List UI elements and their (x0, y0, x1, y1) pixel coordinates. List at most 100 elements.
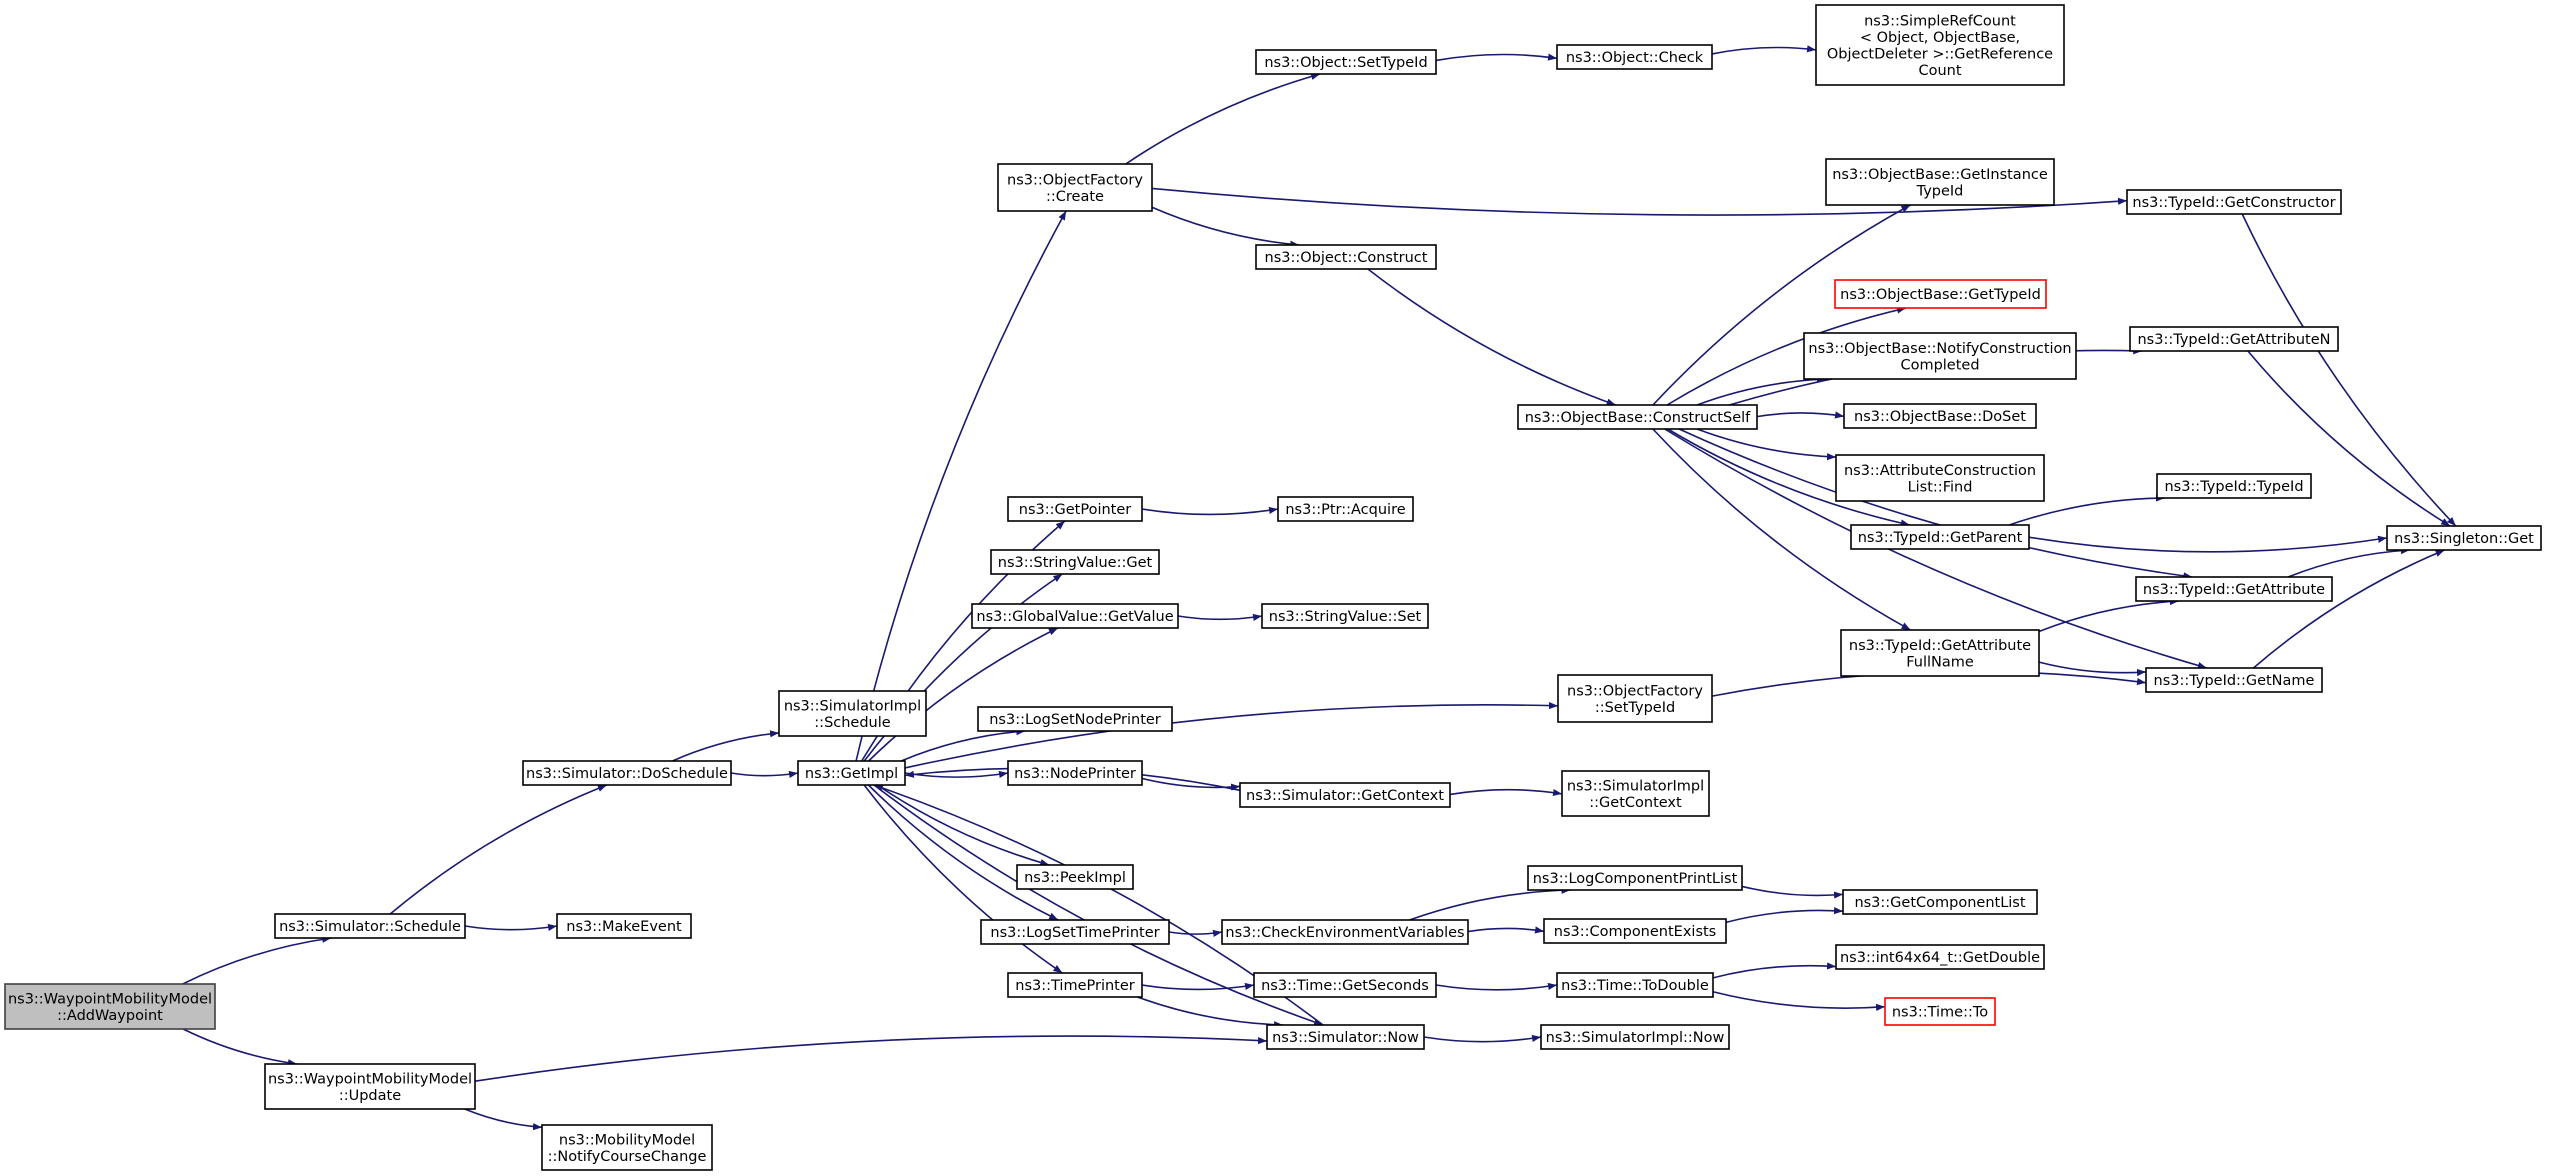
node-box[interactable] (797, 760, 906, 786)
node-box[interactable] (1835, 454, 2045, 502)
node-logsetnodeprinter[interactable]: ns3::LogSetNodePrinter (977, 706, 1173, 732)
node-box[interactable] (1835, 944, 2045, 970)
node-peekimpl[interactable]: ns3::PeekImpl (1016, 864, 1134, 890)
node-of-create[interactable]: ns3::ObjectFactory::Create (997, 163, 1153, 212)
node-box[interactable] (778, 690, 927, 737)
node-box[interactable] (1007, 972, 1143, 998)
node-simimpl-getcontext[interactable]: ns3::SimulatorImpl::GetContext (1561, 770, 1710, 817)
node-logsettimeprinter[interactable]: ns3::LogSetTimePrinter (980, 919, 1170, 945)
node-simplerefcount[interactable]: ns3::SimpleRefCount< Object, ObjectBase,… (1815, 4, 2065, 86)
node-nodeprinter[interactable]: ns3::NodePrinter (1007, 760, 1143, 786)
node-typeid-getattribute[interactable]: ns3::TypeId::GetAttribute (2135, 576, 2333, 602)
node-globalvalue-getvalue[interactable]: ns3::GlobalValue::GetValue (971, 603, 1179, 629)
node-ptr-acquire[interactable]: ns3::Ptr::Acquire (1277, 496, 1414, 522)
node-time-getseconds[interactable]: ns3::Time::GetSeconds (1253, 972, 1437, 998)
node-box[interactable] (990, 549, 1160, 575)
node-ob-gettypeid[interactable]: ns3::ObjectBase::GetTypeId (1834, 279, 2047, 309)
node-box[interactable] (1517, 404, 1758, 430)
node-box[interactable] (2145, 667, 2323, 693)
node-box[interactable] (1840, 629, 2040, 677)
node-box[interactable] (2156, 473, 2312, 499)
node-box[interactable] (274, 913, 466, 939)
node-sim-now[interactable]: ns3::Simulator::Now (1266, 1024, 1425, 1050)
node-obj-settypeid[interactable]: ns3::Object::SetTypeId (1255, 49, 1437, 75)
node-of-settypeid[interactable]: ns3::ObjectFactory::SetTypeId (1557, 674, 1713, 723)
node-box[interactable] (1815, 4, 2065, 86)
node-box[interactable] (1884, 997, 1996, 1026)
node-box[interactable] (1834, 279, 2047, 309)
node-box[interactable] (977, 706, 1173, 732)
node-obj-construct[interactable]: ns3::Object::Construct (1255, 244, 1437, 270)
node-box[interactable] (1543, 918, 1727, 944)
node-checkenv[interactable]: ns3::CheckEnvironmentVariables (1221, 919, 1469, 945)
node-box[interactable] (1850, 524, 2030, 550)
node-box[interactable] (1842, 889, 2038, 915)
node-typeid-getattributen[interactable]: ns3::TypeId::GetAttributeN (2129, 326, 2339, 352)
node-box[interactable] (264, 1063, 476, 1110)
node-box[interactable] (1239, 782, 1451, 808)
node-box[interactable] (2386, 525, 2542, 551)
node-int64-getdouble[interactable]: ns3::int64x64_t::GetDouble (1835, 944, 2045, 970)
node-box[interactable] (556, 913, 692, 939)
node-getcomponentlist[interactable]: ns3::GetComponentList (1842, 889, 2038, 915)
node-compexists[interactable]: ns3::ComponentExists (1543, 918, 1727, 944)
node-box[interactable] (1825, 158, 2055, 206)
node-box[interactable] (1556, 972, 1714, 998)
node-box[interactable] (2135, 576, 2333, 602)
node-ob-doset[interactable]: ns3::ObjectBase::DoSet (1843, 403, 2037, 429)
node-time-todouble[interactable]: ns3::Time::ToDouble (1556, 972, 1714, 998)
node-box[interactable] (541, 1124, 713, 1171)
node-box[interactable] (4, 983, 216, 1030)
node-box[interactable] (1540, 1024, 1730, 1050)
node-typeid-typeid[interactable]: ns3::TypeId::TypeId (2156, 473, 2312, 499)
node-time-to[interactable]: ns3::Time::To (1884, 997, 1996, 1026)
node-getpointer[interactable]: ns3::GetPointer (1007, 496, 1143, 522)
node-simimpl-now[interactable]: ns3::SimulatorImpl::Now (1540, 1024, 1730, 1050)
node-stringvalue-get[interactable]: ns3::StringValue::Get (990, 549, 1160, 575)
node-timeprinter[interactable]: ns3::TimePrinter (1007, 972, 1143, 998)
node-box[interactable] (971, 603, 1179, 629)
node-box[interactable] (1221, 919, 1469, 945)
node-box[interactable] (1561, 770, 1710, 817)
node-wmm-update[interactable]: ns3::WaypointMobilityModel::Update (264, 1063, 476, 1110)
node-makeevent[interactable]: ns3::MakeEvent (556, 913, 692, 939)
node-box[interactable] (1266, 1024, 1425, 1050)
node-typeid-getname[interactable]: ns3::TypeId::GetName (2145, 667, 2323, 693)
node-box[interactable] (522, 760, 732, 786)
node-box[interactable] (997, 163, 1153, 212)
node-typeid-getconstructor[interactable]: ns3::TypeId::GetConstructor (2126, 189, 2342, 215)
node-box[interactable] (1803, 332, 2077, 380)
node-stringvalue-set[interactable]: ns3::StringValue::Set (1261, 603, 1429, 629)
node-box[interactable] (1277, 496, 1414, 522)
node-obj-check[interactable]: ns3::Object::Check (1556, 44, 1713, 70)
node-box[interactable] (1016, 864, 1134, 890)
node-root[interactable]: ns3::WaypointMobilityModel::AddWaypoint (4, 983, 216, 1030)
node-box[interactable] (980, 919, 1170, 945)
node-doschedule[interactable]: ns3::Simulator::DoSchedule (522, 760, 732, 786)
node-box[interactable] (1007, 496, 1143, 522)
node-box[interactable] (1557, 674, 1713, 723)
node-box[interactable] (1527, 865, 1743, 891)
node-box[interactable] (1007, 760, 1143, 786)
node-box[interactable] (1556, 44, 1713, 70)
node-sim-getcontext[interactable]: ns3::Simulator::GetContext (1239, 782, 1451, 808)
node-box[interactable] (1253, 972, 1437, 998)
node-box[interactable] (2129, 326, 2339, 352)
node-box[interactable] (2126, 189, 2342, 215)
node-notify-course[interactable]: ns3::MobilityModel::NotifyCourseChange (541, 1124, 713, 1171)
node-getimpl[interactable]: ns3::GetImpl (797, 760, 906, 786)
node-box[interactable] (1843, 403, 2037, 429)
node-box[interactable] (1261, 603, 1429, 629)
node-simimpl-schedule[interactable]: ns3::SimulatorImpl::Schedule (778, 690, 927, 737)
node-ob-notifyconstruction[interactable]: ns3::ObjectBase::NotifyConstructionCompl… (1803, 332, 2077, 380)
node-logcompprintlist[interactable]: ns3::LogComponentPrintList (1527, 865, 1743, 891)
node-typeid-getparent[interactable]: ns3::TypeId::GetParent (1850, 524, 2030, 550)
node-ob-constructself[interactable]: ns3::ObjectBase::ConstructSelf (1517, 404, 1758, 430)
node-box[interactable] (1255, 49, 1437, 75)
node-singleton-get[interactable]: ns3::Singleton::Get (2386, 525, 2542, 551)
node-sim-schedule[interactable]: ns3::Simulator::Schedule (274, 913, 466, 939)
node-box[interactable] (1255, 244, 1437, 270)
